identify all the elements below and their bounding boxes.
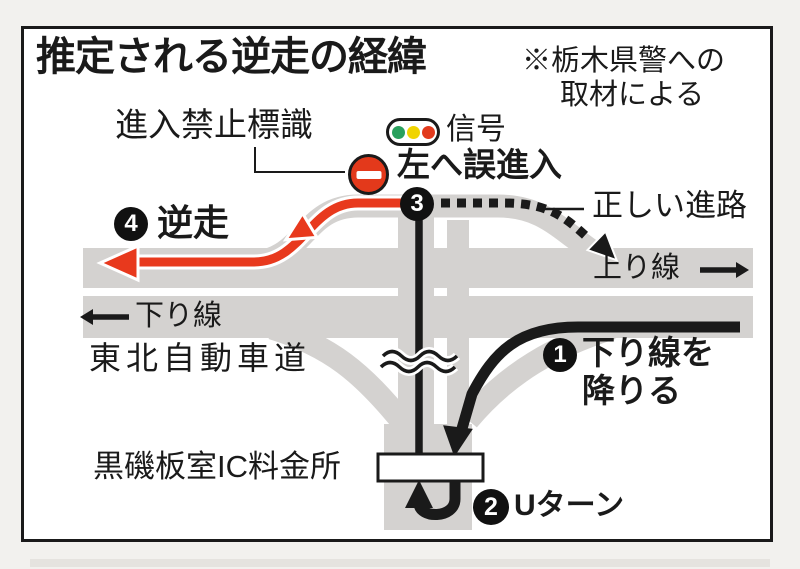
step1-label-line2: 降りる: [582, 372, 681, 409]
wrong-way-end-arrowhead: [96, 243, 140, 283]
toll-gate-label: 黒磯板室IC料金所: [93, 449, 341, 484]
traffic-signal-icon: [386, 118, 440, 146]
step2-number: 2: [484, 492, 498, 521]
expressway-name-label: 東北自動車道: [89, 340, 312, 376]
step2-label-uturn: Uターン: [514, 489, 625, 522]
step1-number: 1: [553, 341, 567, 368]
left-arrow-icon: [80, 309, 129, 325]
correct-route-dotted-path: [441, 198, 592, 242]
page-edge-texture: [30, 559, 770, 567]
correct-route-arrowhead: [585, 229, 619, 262]
step4-label-wrong-way: 逆走: [157, 202, 230, 243]
wrong-way-mid-arrowhead: [282, 210, 320, 242]
step3-label-wrong-entry: 左へ誤進入: [397, 146, 562, 183]
source-note-line2: 取材による: [560, 79, 705, 111]
road-break-wave-icon: [377, 347, 461, 376]
signal-label: 信号: [446, 113, 506, 146]
exit-route-path: [455, 321, 740, 434]
page-title: 推定される逆走の経緯: [36, 35, 427, 79]
exit-route-arrowhead: [443, 425, 473, 457]
up-line-label: 上り線: [593, 252, 681, 284]
step2-badge: 2: [473, 489, 509, 525]
correct-route-label: 正しい進路: [592, 188, 747, 223]
no-entry-sign-label: 進入禁止標識: [115, 106, 313, 143]
entry-ramp-road: [268, 317, 413, 432]
toll-gate-box: [376, 452, 485, 483]
step3-badge: 3: [400, 187, 434, 221]
no-entry-sign-icon: [348, 154, 389, 195]
signal-yellow-light: [406, 125, 420, 139]
step3-number: 3: [410, 190, 424, 217]
step1-badge: 1: [543, 338, 577, 372]
signal-green-light: [391, 125, 405, 139]
exit-ramp-road: [459, 317, 616, 428]
right-arrow-icon: [700, 262, 749, 278]
step4-number: 4: [124, 210, 138, 237]
u-turn-arrowhead: [405, 480, 433, 508]
step1-label-line1: 下り線を: [582, 334, 714, 371]
signal-red-light: [421, 125, 435, 139]
source-note-line1: ※栃木県警への: [522, 45, 726, 77]
step4-badge: 4: [114, 207, 148, 241]
no-entry-bar: [356, 170, 381, 179]
down-line-label: 下り線: [135, 300, 223, 332]
no-entry-label-connector: [254, 147, 345, 173]
